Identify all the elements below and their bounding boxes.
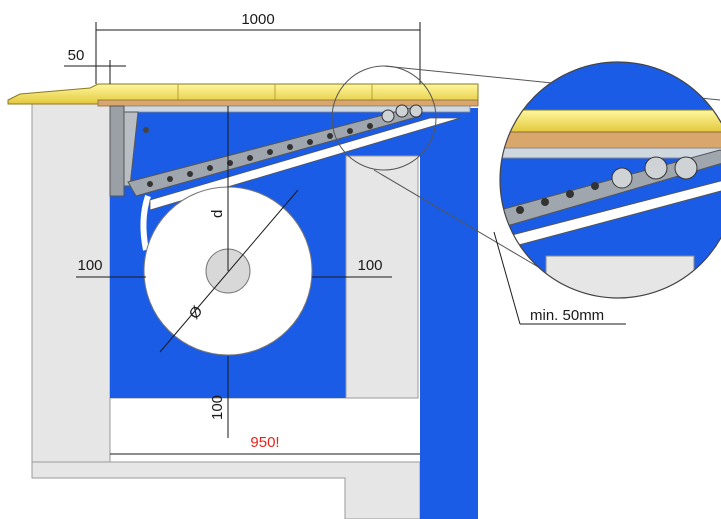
label-100-right: 100: [357, 257, 382, 274]
dimension-pit-width: 950!: [110, 434, 420, 455]
deck-cover: [7, 83, 479, 113]
label-50: 50: [68, 47, 85, 64]
label-950: 950!: [250, 434, 279, 451]
label-100-bottom: 100: [209, 395, 226, 420]
label-d: d: [209, 210, 226, 218]
label-1000: 1000: [241, 11, 274, 28]
label-min-50mm: min. 50mm: [530, 307, 604, 324]
dimension-bottom-clearance: 100: [209, 356, 229, 438]
dimension-min-gap: min. 50mm: [493, 231, 626, 325]
dimension-right-clearance: 100: [312, 257, 392, 278]
cover-roll: [143, 106, 313, 356]
dimension-left-clearance: 100: [76, 257, 146, 278]
dimension-top-width: 1000: [95, 11, 421, 84]
label-100-left: 100: [77, 257, 102, 274]
dimension-overhang: 50: [64, 47, 126, 84]
zoom-detail-view: [499, 61, 721, 299]
